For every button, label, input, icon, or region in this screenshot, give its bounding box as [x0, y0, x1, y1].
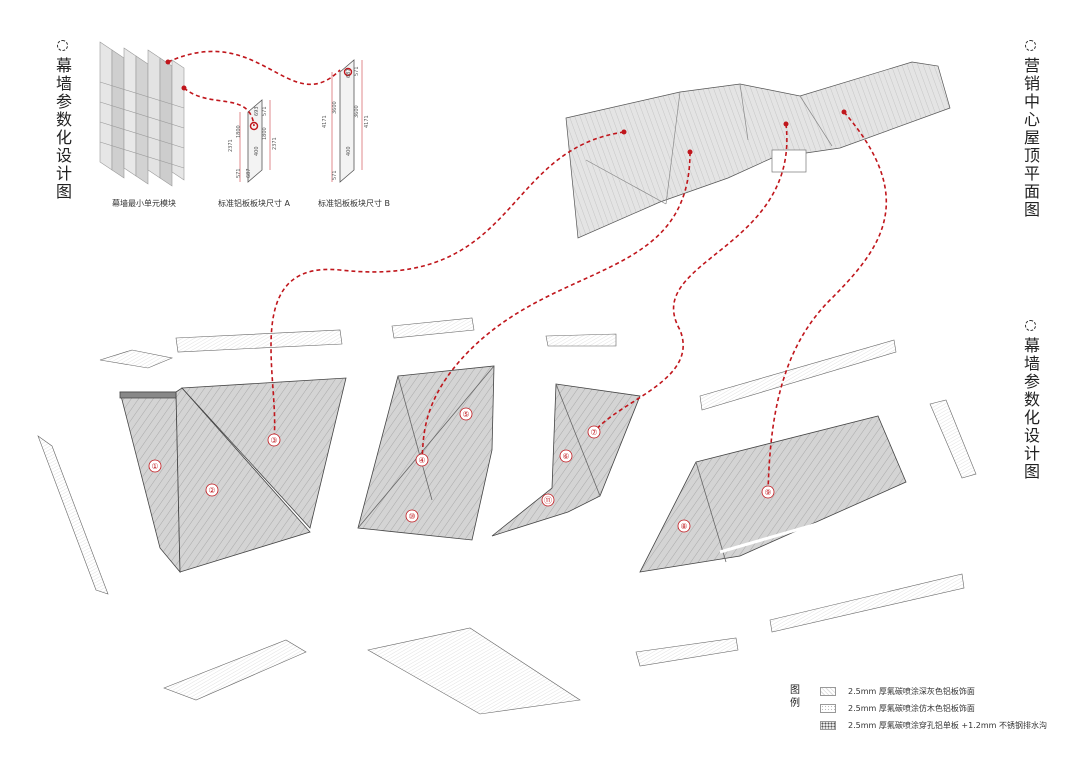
dim-b-6: 571: [332, 170, 338, 180]
title-bullet-icon: [56, 40, 68, 51]
panel-marker-6[interactable]: [559, 449, 573, 463]
strip-drawings: [37, 317, 977, 715]
panel-number-10: ⑩: [408, 512, 415, 521]
dim-b-1: 4171: [322, 115, 328, 128]
legend-swatch-dark-grey: [820, 687, 836, 696]
title-left: 幕墙参数化设计图: [50, 40, 74, 201]
elevation-panels: [119, 365, 907, 574]
panel-number-8: ⑧: [680, 522, 687, 531]
panel-marker-8[interactable]: [677, 519, 691, 533]
panel-marker-labels: ① ② ③ ④ ⑤ ⑥ ⑦ ⑧ ⑨ ⑩ ⑪: [151, 410, 771, 531]
legend-swatch-wood: [820, 704, 836, 713]
curve-origin-dots: [165, 59, 847, 155]
title-bullet-icon: [1024, 320, 1036, 331]
legend-title: 图例: [790, 685, 800, 709]
dim-a-2: 1800: [236, 125, 242, 138]
panel-number-5: ⑤: [462, 410, 469, 419]
panel-marker-1[interactable]: [148, 459, 162, 473]
title-left-text: 幕墙参数化设计图: [53, 57, 72, 201]
panel-number-7: ⑦: [590, 428, 597, 437]
legend-swatch-perforated: [820, 721, 836, 730]
panel-marker-5[interactable]: [459, 407, 473, 421]
panel-number-11: ⑪: [544, 496, 552, 505]
legend-label: 2.5mm 厚氟碳喷涂深灰色铝板饰面: [848, 687, 975, 696]
panel-a-drawing: [239, 99, 271, 183]
title-right-top-text: 营销中心屋顶平面图: [1021, 57, 1040, 219]
panel-marker-9[interactable]: [761, 485, 775, 499]
dim-b-3: 400: [346, 146, 352, 156]
panel-marker-2[interactable]: [205, 483, 219, 497]
dimension-labels: 2371 1800 400 1800 2371 571 687 693 571 …: [228, 66, 370, 180]
caption-panel-a: 标准铝板板块尺寸 A: [218, 199, 291, 208]
dim-a-7: 687: [246, 168, 252, 178]
dim-a-9: 571: [262, 106, 268, 116]
dim-b-2: 3600: [332, 101, 338, 114]
panel-marker-11[interactable]: [541, 493, 555, 507]
caption-module: 幕墙最小单元模块: [112, 199, 176, 208]
dim-a-1: 2371: [228, 139, 234, 152]
panel-b-drawing: [331, 59, 363, 183]
panel-number-2: ②: [208, 486, 215, 495]
panel-markers: [148, 407, 775, 533]
legend-item: 2.5mm 厚氟碳喷涂仿木色铝板饰面: [820, 703, 975, 714]
title-right-mid: 幕墙参数化设计图: [1018, 320, 1042, 481]
panel-marker-3[interactable]: [267, 433, 281, 447]
title-bullet-icon: [1024, 40, 1036, 51]
panel-marker-7[interactable]: [587, 425, 601, 439]
title-right-mid-text: 幕墙参数化设计图: [1021, 337, 1040, 481]
panel-marker-10[interactable]: [405, 509, 419, 523]
roof-plan: [565, 61, 951, 239]
panel-marker-4[interactable]: [415, 453, 429, 467]
title-right-top: 营销中心屋顶平面图: [1018, 40, 1042, 219]
dim-b-5: 4171: [364, 115, 370, 128]
caption-panel-b: 标准铝板板块尺寸 B: [318, 199, 391, 208]
connector-curves: [167, 50, 887, 493]
panel-number-6: ⑥: [562, 452, 569, 461]
panel-number-1: ①: [151, 462, 158, 471]
dim-a-6: 571: [236, 168, 242, 178]
panel-number-9: ⑨: [764, 488, 771, 497]
dim-a-8: 693: [254, 106, 260, 116]
dim-a-3: 400: [254, 146, 260, 156]
legend-item: 2.5mm 厚氟碳喷涂穿孔铝单板 +1.2mm 不锈钢排水沟: [820, 720, 1047, 731]
module-diagram: [99, 41, 185, 187]
dim-b-7: 687: [346, 68, 352, 78]
legend-item: 2.5mm 厚氟碳喷涂深灰色铝板饰面: [820, 686, 975, 697]
legend-label: 2.5mm 厚氟碳喷涂仿木色铝板饰面: [848, 704, 975, 713]
dim-a-5: 2371: [272, 137, 278, 150]
dim-a-4: 1800: [262, 127, 268, 140]
panel-number-3: ③: [270, 436, 277, 445]
dim-b-8: 571: [354, 66, 360, 76]
dim-b-4: 3600: [354, 105, 360, 118]
curve-end-rings: [249, 67, 353, 131]
panel-number-4: ④: [418, 456, 425, 465]
legend-label: 2.5mm 厚氟碳喷涂穿孔铝单板 +1.2mm 不锈钢排水沟: [848, 721, 1047, 730]
